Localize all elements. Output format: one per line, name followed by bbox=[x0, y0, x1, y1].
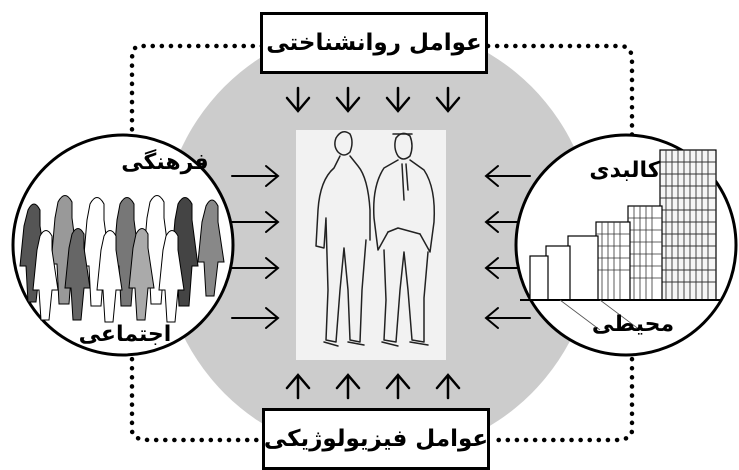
physical-label: کالبدی bbox=[589, 158, 661, 183]
social-label: اجتماعی bbox=[78, 322, 172, 347]
buildings-sketch bbox=[520, 149, 720, 331]
cultural-label: فرهنگی bbox=[121, 150, 209, 175]
arrow-icon bbox=[285, 373, 461, 400]
dotted-connector bbox=[129, 43, 635, 443]
psychological-factors-label: عوامل روانشناختی bbox=[266, 30, 482, 56]
two-men-sketch bbox=[315, 131, 436, 347]
arrow-icon bbox=[285, 86, 461, 113]
environmental-label: محیطی bbox=[591, 312, 675, 337]
arrow-icon bbox=[231, 165, 280, 329]
psychological-factors-box: عوامل روانشناختی bbox=[260, 12, 488, 74]
physiological-factors-box: عوامل فیزیولوژیکی bbox=[262, 408, 490, 470]
crowd-sketch bbox=[19, 195, 225, 323]
physiological-factors-label: عوامل فیزیولوژیکی bbox=[263, 426, 489, 452]
